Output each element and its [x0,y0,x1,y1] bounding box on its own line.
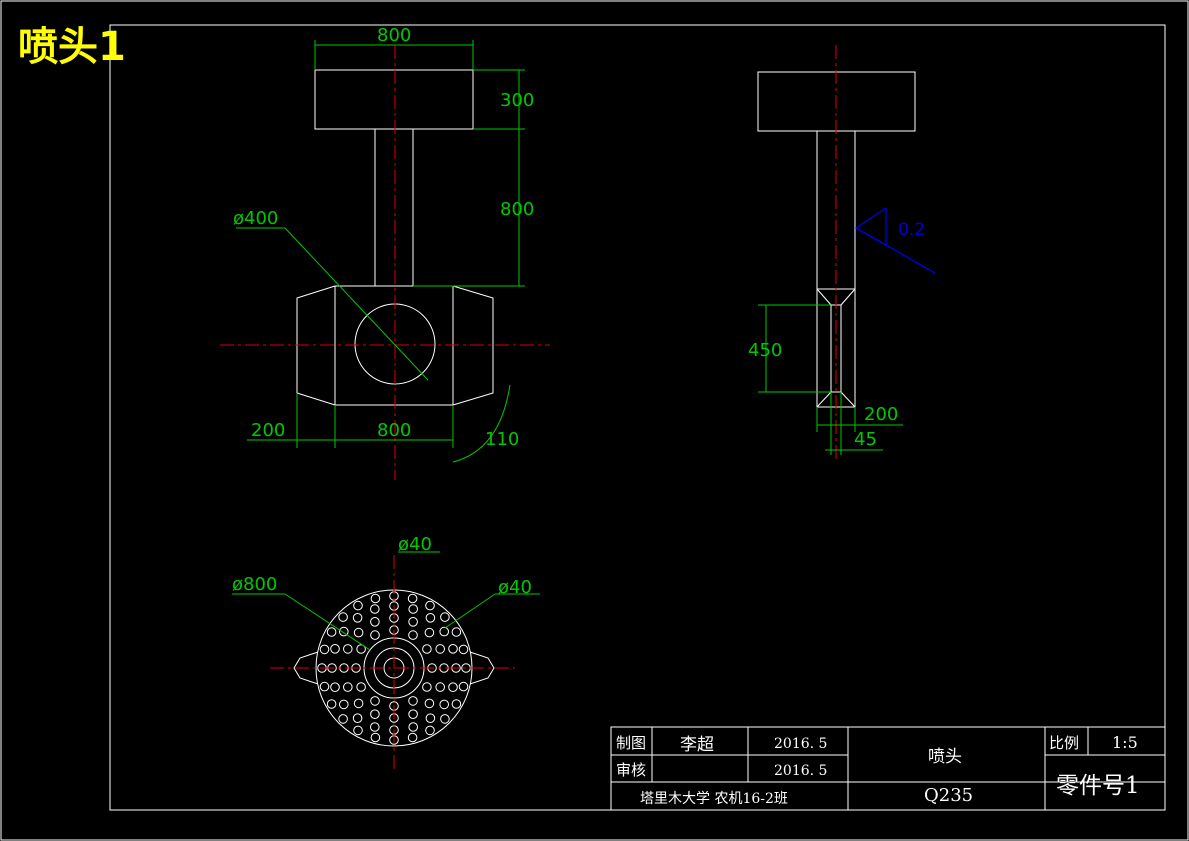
tb-material: Q235 [924,785,973,806]
nozzle-hole [353,600,363,611]
nozzle-hole [352,613,363,623]
nozzle-hole [343,644,353,654]
dim-angle: 110 [485,429,519,450]
nozzle-hole [370,732,381,743]
dim-bottom-width: 200 [864,404,898,425]
dim-top-hole: ø40 [398,534,432,555]
nozzle-hole [408,630,418,640]
body-right-wing [452,285,494,406]
dim-top-height: 300 [500,90,534,111]
nozzle-hole [330,644,340,654]
dim-stem-height: 800 [500,199,534,220]
nozzle-hole [408,617,418,627]
front-centerlines [220,45,550,480]
nozzle-hole [422,682,432,692]
nozzle-hole [339,626,349,637]
nozzle-hole [408,696,418,706]
nozzle-hole [435,682,446,692]
nozzle-hole [440,714,450,724]
nozzle-hole [425,713,436,724]
nozzle-hole [439,699,450,710]
nozzle-hole [370,630,380,640]
dim-right-hole: ø40 [498,577,532,598]
nozzle-hole [319,681,330,692]
inner-frame [109,24,1166,811]
title-block [610,726,1166,811]
bottom-dimension-lines [232,551,540,651]
roughness-value: 0.2 [898,220,925,240]
nozzle-hole [408,604,419,614]
right-lug [469,651,495,685]
dim-slot-width: 45 [854,429,877,450]
nozzle-hole [338,612,348,622]
nozzle-hole [352,713,363,724]
nozzle-hole [425,613,436,623]
tb-part-no: 零件号1 [1056,773,1140,799]
nozzle-hole [407,593,418,604]
tb-org: 塔里木大学 农机16-2班 [640,791,788,807]
nozzle-hole [440,612,450,622]
nozzle-hole [448,644,458,654]
nozzle-hole [370,696,380,706]
dim-hole-dia: ø400 [233,208,278,229]
stem [374,128,414,287]
nozzle-hole [458,644,469,655]
nozzle-hole [319,644,330,655]
tb-drawn-date: 2016. 5 [774,736,827,752]
nozzle-hole [451,627,462,637]
nozzle-hole [370,617,380,627]
nozzle-hole [439,626,450,637]
nozzle-hole [353,627,364,638]
tb-scale-label: 比例 [1049,734,1079,752]
nozzle-hole [458,681,469,692]
nozzle-hole [326,627,337,637]
nozzle-hole [370,604,380,614]
dim-slot-height: 450 [748,340,782,361]
nozzle-hole [338,714,348,724]
nozzle-hole [451,699,462,709]
head-block [314,69,474,130]
left-lug [293,651,319,685]
tb-drawn-label: 制图 [616,734,646,752]
nozzle-hole [425,600,435,611]
dim-body-width: 800 [377,420,411,441]
nozzle-hole [448,682,458,693]
bottom-centerlines [270,555,515,770]
dim-side-width: 200 [251,420,285,441]
dim-outer-dia: ø800 [232,574,277,595]
nozzle-hole [343,682,353,692]
sheet-title: 喷头1 [18,24,126,70]
nozzle-hole [370,709,380,720]
tb-part-name: 喷头 [928,747,962,767]
tb-drawn-name: 李超 [680,735,714,755]
nozzle-hole [407,732,418,743]
nozzle-hole [422,644,432,654]
nozzle-hole [356,682,366,692]
nozzle-hole [330,682,340,693]
nozzle-hole [424,627,435,638]
side-dimension-lines [758,304,903,455]
front-dimension-lines [236,40,525,463]
tb-check-label: 审核 [616,761,646,779]
nozzle-hole [435,644,446,654]
nozzle-hole [425,725,435,736]
nozzle-hole [339,699,349,710]
roughness-symbol [854,207,936,274]
dim-top-width: 800 [377,25,411,46]
nozzle-hole [370,722,380,732]
nozzle-hole [408,709,418,720]
nozzle-hole [353,725,363,736]
nozzle-hole [424,698,435,709]
tb-scale-value: 1:5 [1112,733,1138,752]
nozzle-hole [370,593,381,604]
nozzle-hole [326,699,337,709]
nozzle-hole [408,722,419,732]
tb-check-date: 2016. 5 [774,763,827,779]
nozzle-hole [353,698,364,709]
